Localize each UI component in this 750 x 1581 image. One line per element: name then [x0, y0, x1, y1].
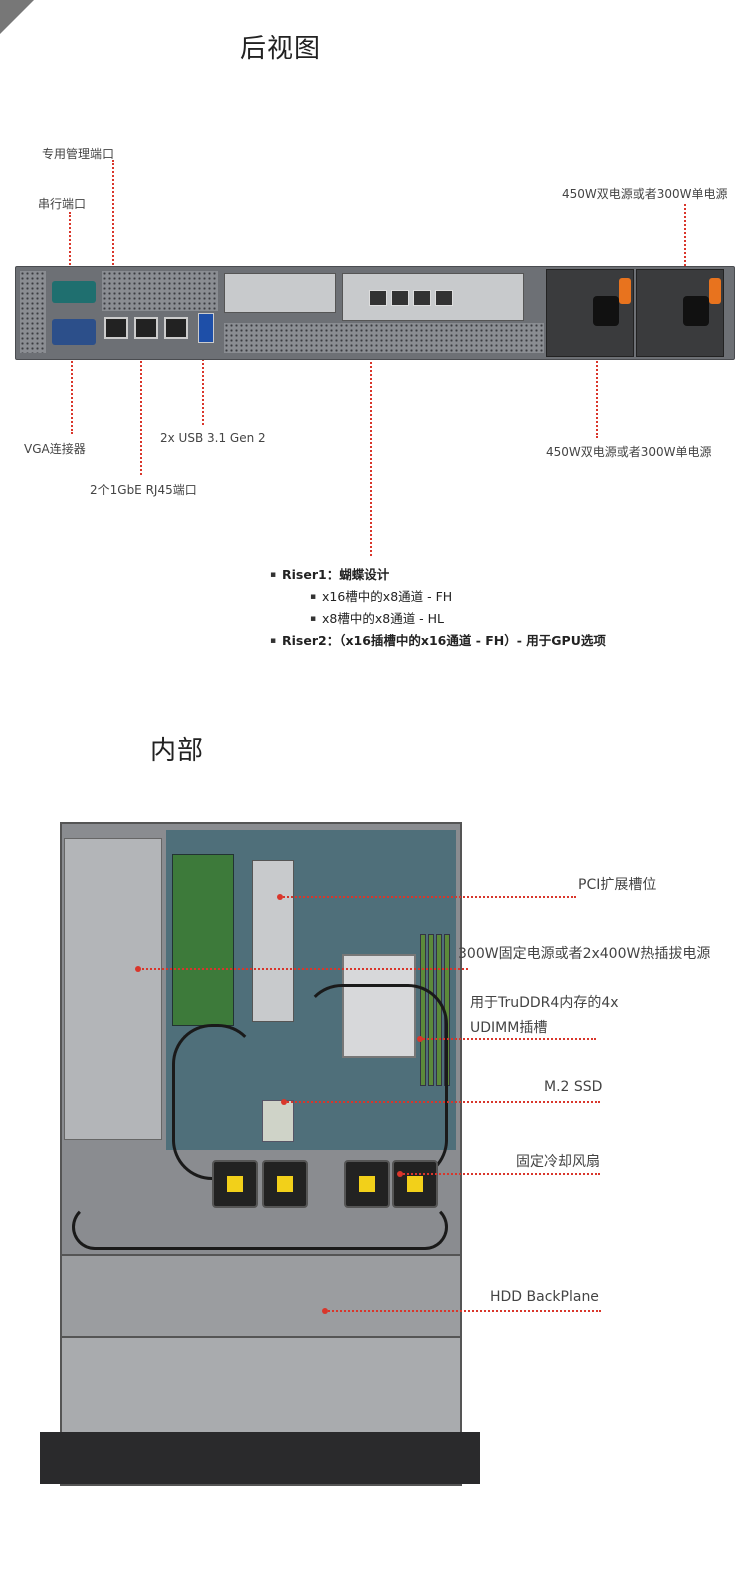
rear-vent	[102, 271, 218, 311]
vga-port-icon	[52, 319, 96, 345]
label-psu-top: 450W双电源或者300W单电源	[562, 185, 728, 202]
m2-ssd	[262, 1100, 294, 1142]
internal-psu	[64, 838, 162, 1140]
label-dimm-line1: 用于TruDDR4内存的4x	[470, 992, 619, 1012]
riser2-bay	[224, 273, 336, 313]
leader-int-psu	[138, 968, 468, 970]
leader-m2	[284, 1101, 600, 1103]
label-serial-port: 串行端口	[38, 195, 86, 212]
label-dimm-line2: UDIMM插槽	[470, 1017, 547, 1037]
front-bezel	[40, 1432, 480, 1484]
warning-sticker-icon	[359, 1176, 375, 1192]
warning-sticker-icon	[277, 1176, 293, 1192]
leader-backplane	[325, 1310, 601, 1312]
fan-icon	[344, 1160, 390, 1208]
rear-vent	[224, 323, 544, 353]
label-psu-bottom: 450W双电源或者300W单电源	[546, 443, 712, 460]
leader-fans	[400, 1173, 600, 1175]
label-fans: 固定冷却风扇	[516, 1151, 600, 1171]
leader-dot	[322, 1308, 328, 1314]
riser-list-item: x16槽中的x8通道 - FH	[282, 586, 606, 608]
leader-dot	[397, 1171, 403, 1177]
nic-port-icon	[435, 290, 453, 306]
leader-rj45	[140, 340, 142, 475]
label-mgmt-port: 专用管理端口	[42, 145, 114, 162]
riser1-bay	[342, 273, 524, 321]
riser-list-item: Riser2：（x16插槽中的x16通道 - FH）- 用于GPU选项	[282, 630, 606, 652]
leader-dimm	[420, 1038, 596, 1040]
serial-port-icon	[52, 281, 96, 303]
rear-view-title: 后视图	[240, 28, 321, 65]
corner-decoration	[0, 0, 34, 34]
label-vga: VGA连接器	[24, 440, 86, 457]
leader-dot	[277, 894, 283, 900]
psu-1	[546, 269, 634, 357]
label-backplane: HDD BackPlane	[490, 1289, 599, 1305]
drive-cage	[62, 1336, 460, 1434]
rear-chassis	[15, 266, 735, 360]
cable	[172, 1024, 258, 1180]
usb-port-icon	[198, 313, 214, 343]
fan-icon	[392, 1160, 438, 1208]
cable	[302, 984, 448, 1180]
rj45-port-2-icon	[164, 317, 188, 339]
leader-pci	[280, 896, 576, 898]
power-socket-icon	[683, 296, 709, 326]
psu-latch-icon[interactable]	[709, 278, 721, 304]
riser-list-item: Riser1：蝴蝶设计	[282, 564, 606, 586]
mgmt-port-icon	[104, 317, 128, 339]
nic-port-icon	[413, 290, 431, 306]
power-socket-icon	[593, 296, 619, 326]
interior-chassis	[60, 822, 462, 1486]
warning-sticker-icon	[407, 1176, 423, 1192]
cable	[72, 1204, 448, 1250]
rear-vent	[20, 271, 46, 353]
riser-card	[172, 854, 234, 1026]
label-usb: 2x USB 3.1 Gen 2	[160, 431, 266, 445]
leader-dot	[281, 1099, 287, 1105]
riser-list-item: x8槽中的x8通道 - HL	[282, 608, 606, 630]
interior-title: 内部	[150, 730, 204, 767]
nic-port-icon	[369, 290, 387, 306]
psu-latch-icon[interactable]	[619, 278, 631, 304]
label-pci: PCI扩展槽位	[578, 874, 656, 894]
label-int-psu: 300W固定电源或者2x400W热插拔电源	[458, 943, 710, 963]
leader-dot	[135, 966, 141, 972]
fan-icon	[212, 1160, 258, 1208]
label-rj45: 2个1GbE RJ45端口	[90, 481, 197, 498]
label-m2: M.2 SSD	[544, 1079, 602, 1095]
hdd-backplane-area	[62, 1254, 460, 1336]
pci-bracket	[252, 860, 294, 1022]
rj45-port-1-icon	[134, 317, 158, 339]
riser-list: Riser1：蝴蝶设计 x16槽中的x8通道 - FH x8槽中的x8通道 - …	[282, 564, 606, 652]
fan-icon	[262, 1160, 308, 1208]
leader-dot	[417, 1036, 423, 1042]
nic-port-icon	[391, 290, 409, 306]
warning-sticker-icon	[227, 1176, 243, 1192]
psu-2	[636, 269, 724, 357]
